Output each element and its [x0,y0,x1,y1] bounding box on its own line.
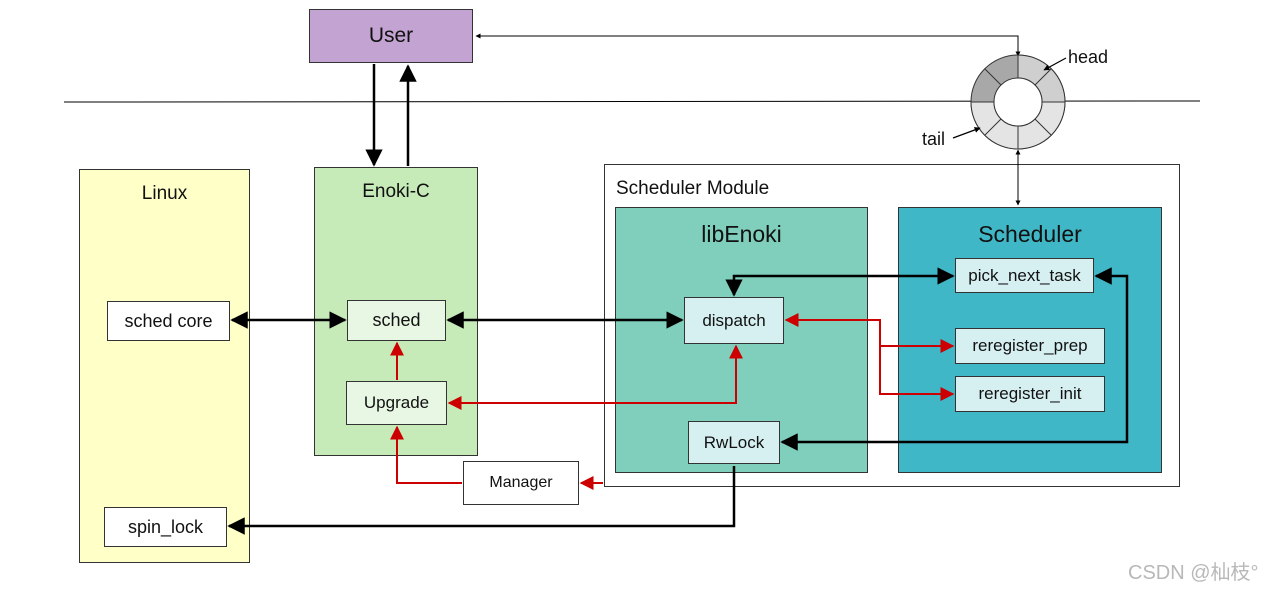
linux-container [79,169,250,563]
upgrade-box: Upgrade [346,381,447,425]
manager-box: Manager [463,461,579,505]
rwlock-box: RwLock [688,421,780,464]
tail-label: tail [922,129,946,149]
reregister-init-box: reregister_init [955,376,1105,412]
sched-core-box: sched core [107,301,230,341]
scheduler-module-title: Scheduler Module [616,178,770,199]
enoki-c-title: Enoki-C [362,181,430,202]
head-label: head [1068,47,1109,67]
libenoki-title: libEnoki [701,220,782,247]
watermark-text: CSDN @杣枝° [1128,562,1259,584]
reregister-prep-box: reregister_prep [955,328,1105,364]
linux-title: Linux [141,183,188,204]
pick-next-task-box: pick_next_task [955,258,1094,293]
spin-lock-box: spin_lock [104,507,227,547]
user-box [309,9,473,63]
kernel-boundary-line [63,100,1201,103]
sched-box: sched [347,300,446,341]
scheduler-title: Scheduler [978,220,1082,247]
dispatch-box: dispatch [684,297,784,344]
user-label: User [368,24,414,47]
